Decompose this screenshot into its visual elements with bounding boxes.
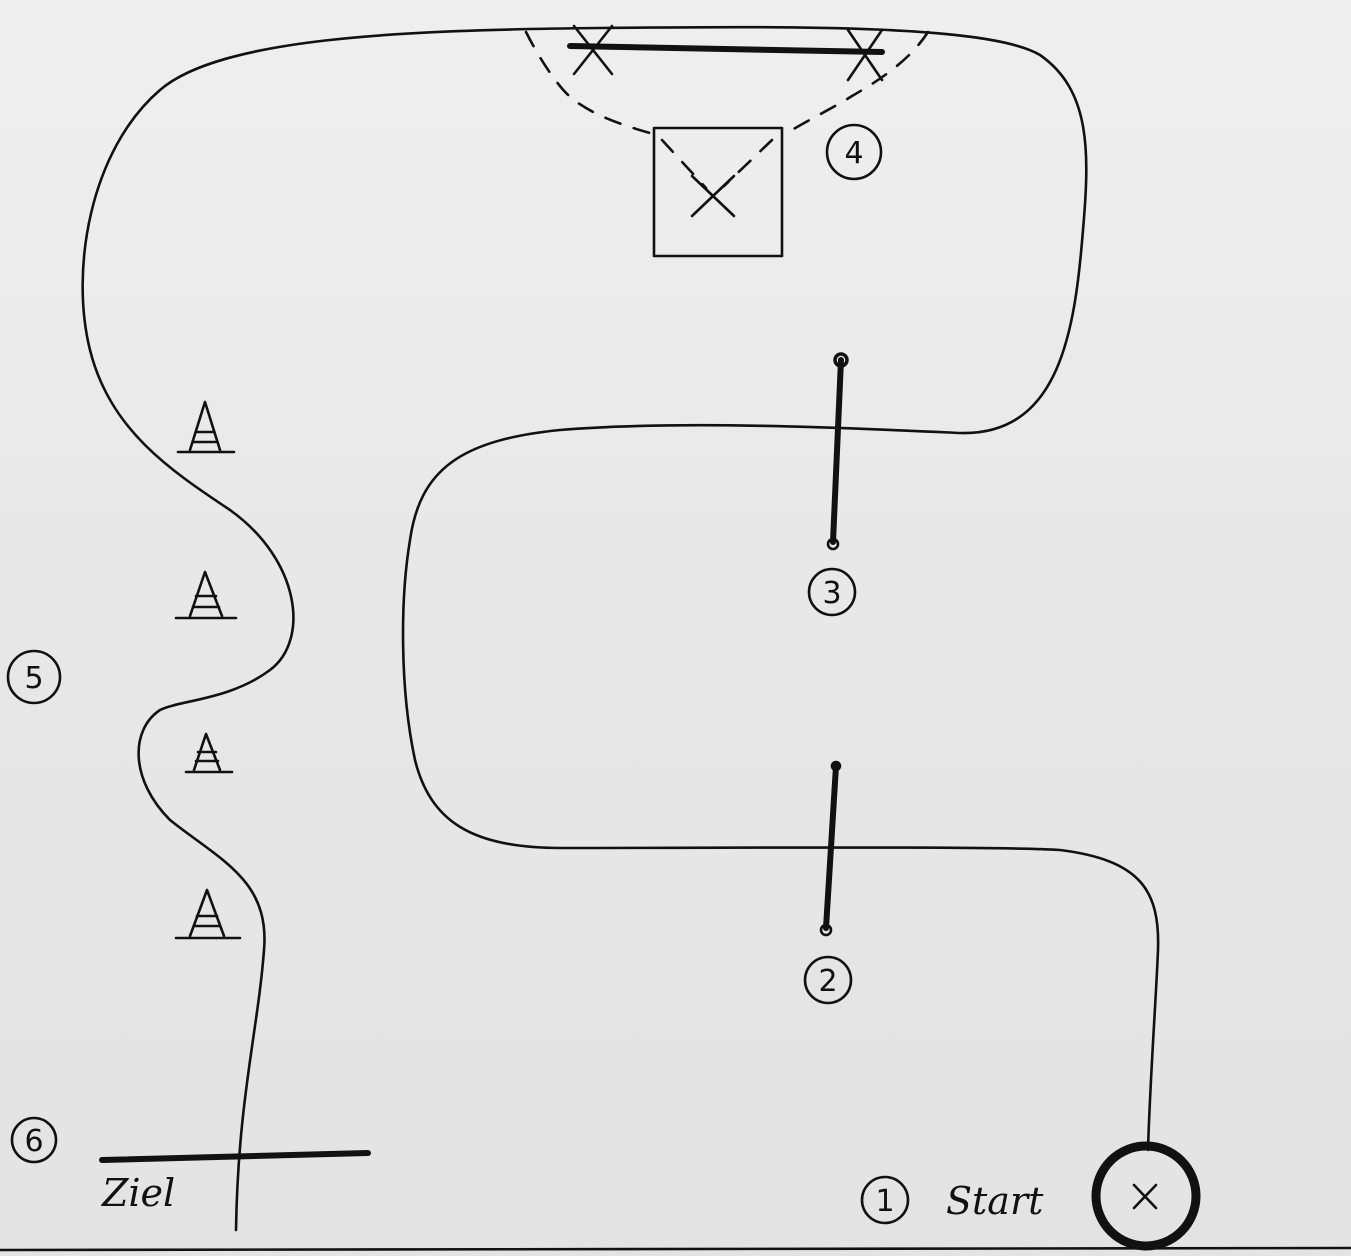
station-2-pole [819, 760, 842, 937]
paper-bottom-edge [0, 1246, 1351, 1252]
finish-line [99, 1150, 371, 1163]
station-6-number: 6 [24, 1124, 43, 1159]
station-4-number: 4 [844, 136, 863, 171]
start-circle [1091, 1141, 1201, 1251]
station-1-number: 1 [875, 1184, 894, 1219]
finish-label: Ziel [101, 1171, 175, 1215]
station-3-pole [826, 352, 849, 551]
station-2-badge [803, 955, 853, 1005]
station-3-badge [807, 567, 857, 617]
station-3-number: 3 [822, 576, 841, 611]
course-path [81, 25, 1160, 1232]
traffic-cone-icon [174, 570, 238, 620]
station-5-number: 5 [24, 661, 43, 696]
station-1-badge [860, 1175, 910, 1225]
station-4-gate [524, 24, 930, 138]
station-5-badge [6, 649, 62, 705]
box-x-mark-icon [690, 174, 736, 218]
station-2-number: 2 [818, 964, 837, 999]
gate-left-x-mark-icon [572, 24, 614, 76]
station-4-box [652, 126, 784, 258]
start-x-mark-icon [1132, 1183, 1158, 1210]
traffic-cone-icon [184, 732, 234, 774]
traffic-cone-icon [174, 888, 242, 940]
station-6-badge [10, 1116, 58, 1164]
station-4-badge [825, 123, 883, 181]
traffic-cone-icon [176, 400, 236, 454]
gate-right-x-mark-icon [846, 28, 884, 82]
start-label: Start [946, 1179, 1044, 1223]
